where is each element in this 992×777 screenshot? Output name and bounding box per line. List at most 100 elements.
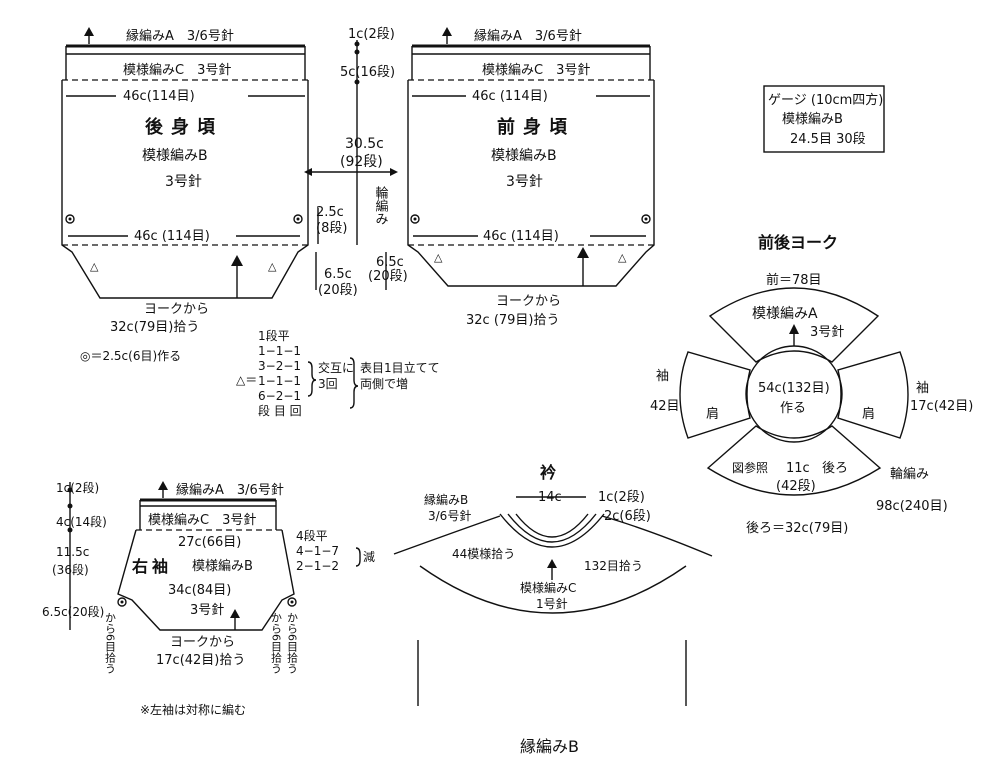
front-top-label: 縁編みA 3/6号針: [474, 28, 582, 44]
front-pattern: 模様編みB: [491, 148, 557, 164]
shaping-line-1: 1段平: [258, 328, 290, 343]
sleeve-top-width: 27c(66目): [178, 535, 241, 550]
sleeve-side-left: から6目拾う: [104, 612, 117, 674]
collar-edge: 縁編みB: [424, 492, 468, 507]
yoke-diagram: 前後ヨーク 前＝78目 模様編みA 3号針 54c(132目) 作る 袖 42目…: [650, 233, 973, 536]
front-pickup: ヨークから: [496, 294, 561, 309]
yoke-back: 後ろ＝32c(79目): [746, 521, 848, 536]
dim-side: 2.5c: [316, 205, 344, 220]
footer-title: 縁編みB: [520, 737, 579, 756]
dim-round: 輪編み: [373, 185, 389, 225]
yoke-needle: 3号針: [810, 325, 844, 340]
center-dimensions: 1c(2段) 5c(16段) 30.5c (92段) 2.5c (8段) 6.5…: [304, 27, 408, 298]
sleeve-dim-body: 11.5c: [56, 545, 89, 559]
shaping-notes: ◎＝2.5c(6目)作る △＝ 1段平 1−1−1 3−2−1 1−1−1 6−…: [80, 328, 440, 418]
back-top-label: 縁編みA 3/6号針: [126, 28, 234, 44]
back-pickup-count: 32c(79目)拾う: [110, 320, 199, 335]
front-title: 前身頃: [497, 116, 575, 138]
sleeve-shaping-3: 2−1−2: [296, 559, 339, 573]
front-needle: 3号針: [506, 174, 543, 190]
shaping-line-6: 段 目 回: [258, 403, 302, 418]
shaping-line-2: 1−1−1: [258, 344, 301, 358]
sleeve-width: 34c(84目): [168, 583, 231, 598]
yoke-round: 輪編み: [890, 466, 929, 482]
yoke-sleeve-left: 袖: [656, 369, 669, 384]
times-note: 3回: [318, 377, 338, 391]
sleeve-title: 右袖: [132, 557, 172, 576]
yoke-make: 作る: [780, 401, 806, 416]
dim-top: 1c(2段): [348, 27, 395, 42]
collar-diagram: 衿 14c 縁編みB 3/6号針 1c(2段) 2c(6段) 44模様拾う 13…: [393, 463, 713, 706]
yoke-ref: 図参照: [732, 460, 768, 475]
collar-edge-needle: 3/6号針: [428, 508, 471, 523]
dim-lower-right: 6.5c: [376, 255, 404, 270]
collar-pattern: 模様編みC: [520, 580, 576, 595]
back-bottom-width: 46c (114目): [134, 229, 210, 244]
dim-lower-right-rows: (20段): [368, 269, 408, 284]
yoke-sleeve-left-count: 42目: [650, 399, 680, 414]
sleeve-side-right-a: から6目拾う: [270, 612, 283, 674]
front-body-panel: △ △ 縁編みA 3/6号針 模様編みC 3号針 46c (114目) 前身頃 …: [407, 27, 655, 328]
sleeve-shaping-1: 4段平: [296, 528, 328, 543]
front-bottom-width: 46c (114目): [483, 229, 559, 244]
gauge-title: ゲージ (10cm四方): [768, 92, 883, 108]
collar-band-rows: 2c(6段): [604, 509, 651, 524]
sleeve-band-label: 模様編みC 3号針: [148, 512, 256, 528]
back-pickup: ヨークから: [144, 302, 209, 317]
dim-body: 30.5c: [345, 136, 384, 152]
tri-mark-note: △＝: [236, 373, 257, 387]
yoke-center: 54c(132目): [758, 381, 830, 396]
sleeve-pickup: ヨークから: [170, 635, 235, 650]
front-tri-right: △: [618, 251, 627, 264]
gauge-pattern: 模様編みB: [782, 111, 843, 127]
back-top-width: 46c(114目): [123, 89, 195, 104]
gauge-value: 24.5目 30段: [790, 132, 866, 147]
sleeve-pickup-count: 17c(42目)拾う: [156, 653, 245, 668]
shaping-line-3: 3−2−1: [258, 359, 301, 373]
increase-note: 表目1目立てて: [360, 360, 440, 375]
back-pattern: 模様編みB: [142, 148, 208, 164]
front-band-label: 模様編みC 3号針: [482, 62, 590, 78]
yoke-depth: 11c: [786, 461, 810, 476]
yoke-sleeve-right: 袖: [916, 381, 929, 396]
yoke-pattern: 模様編みA: [752, 306, 818, 322]
back-body-panel: △ △ 縁編みA 3/6号針 模様編みC 3号針 46c(114目) 後身頃 模…: [61, 27, 309, 335]
yoke-outer: 98c(240目): [876, 499, 948, 514]
collar-title: 衿: [540, 463, 556, 482]
yoke-depth-rows: (42段): [776, 479, 816, 494]
sleeve-dim-top: 1c(2段): [56, 480, 99, 495]
increase-note-2: 両側で増: [360, 377, 408, 391]
dim-lower-left-rows: (20段): [318, 283, 358, 298]
yoke-back-word: 後ろ: [822, 461, 848, 476]
sleeve-decrease: 減: [363, 549, 375, 564]
sleeve-dim-bottom: 6.5c(20段): [42, 604, 104, 619]
sleeve-side-right-b: から6目拾う: [286, 612, 299, 674]
sleeve-dim-band: 4c(14段): [56, 514, 107, 529]
tri-mark-left: △: [90, 260, 99, 273]
sleeve-note: ※左袖は対称に編む: [140, 702, 246, 717]
shaping-line-5: 6−2−1: [258, 389, 301, 403]
collar-pickup-count: 132目拾う: [584, 558, 643, 573]
dim-side-rows: (8段): [316, 221, 347, 236]
sleeve-dim-body-rows: (36段): [52, 562, 89, 577]
collar-pickup-patterns: 44模様拾う: [452, 546, 515, 561]
sleeve-needle: 3号針: [190, 603, 224, 618]
circle-mark-note: ◎＝2.5c(6目)作る: [80, 349, 181, 363]
back-title: 後身頃: [145, 116, 223, 138]
yoke-sleeve-right-count: 17c(42目): [910, 399, 973, 414]
front-tri-left: △: [434, 251, 443, 264]
back-band-label: 模様編みC 3号針: [123, 62, 231, 78]
yoke-front: 前＝78目: [766, 272, 822, 288]
sleeve-panel: 縁編みA 3/6号針 模様編みC 3号針 27c(66目) 右袖 模様編みB 3…: [42, 480, 375, 717]
collar-width: 14c: [538, 490, 562, 505]
dim-band: 5c(16段): [340, 65, 395, 80]
tri-mark-right: △: [268, 260, 277, 273]
alternate-note: 交互に: [318, 360, 354, 375]
yoke-shoulder-right: 肩: [862, 406, 875, 422]
yoke-title: 前後ヨーク: [758, 233, 838, 252]
front-top-width: 46c (114目): [472, 89, 548, 104]
dim-body-rows: (92段): [340, 154, 383, 170]
yoke-shoulder-left: 肩: [706, 406, 719, 422]
back-needle: 3号針: [165, 174, 202, 190]
